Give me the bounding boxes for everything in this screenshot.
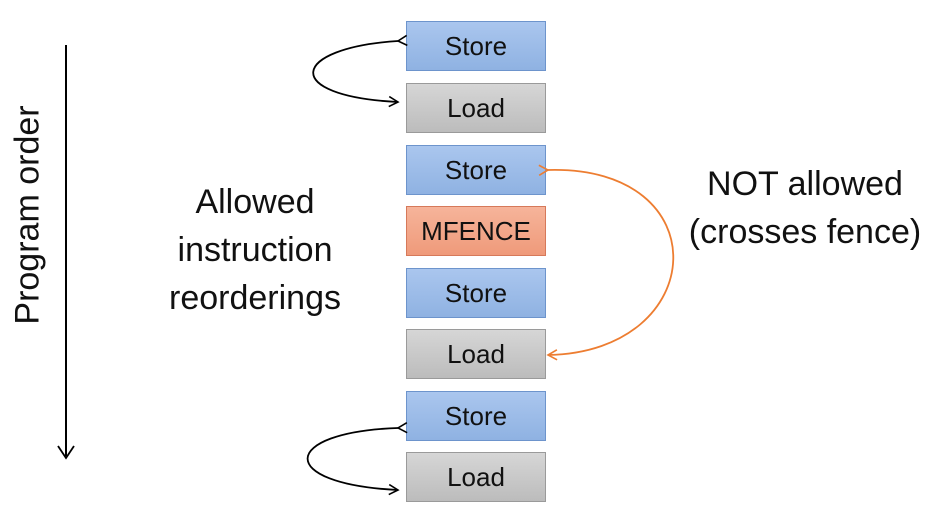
store-block-3: Store — [406, 268, 546, 318]
store-block-4: Store — [406, 391, 546, 441]
not-allowed-caption-line-1: NOT allowed — [707, 165, 903, 203]
not-allowed-caption-line-2: (crosses fence) — [688, 213, 922, 251]
load-block-1: Load — [406, 83, 546, 133]
allowed-reorderings-caption: Allowed instruction reorderings — [150, 178, 360, 322]
allowed-reorder-arrow-top — [312, 34, 408, 108]
allowed-caption-line-3: reorderings — [169, 279, 341, 317]
allowed-caption-line-1: Allowed — [195, 183, 315, 221]
load-block-3: Load — [406, 452, 546, 502]
store-block-1: Store — [406, 21, 546, 71]
program-order-arrowhead — [57, 445, 75, 460]
store-block-2: Store — [406, 145, 546, 195]
allowed-reorder-arrow-bottom — [306, 422, 408, 496]
load-block-2: Load — [406, 329, 546, 379]
allowed-caption-line-2: instruction — [177, 231, 333, 269]
not-allowed-reorder-arrow — [538, 164, 675, 361]
not-allowed-caption: NOT allowed (crosses fence) — [664, 160, 946, 256]
mfence-block: MFENCE — [406, 206, 546, 256]
